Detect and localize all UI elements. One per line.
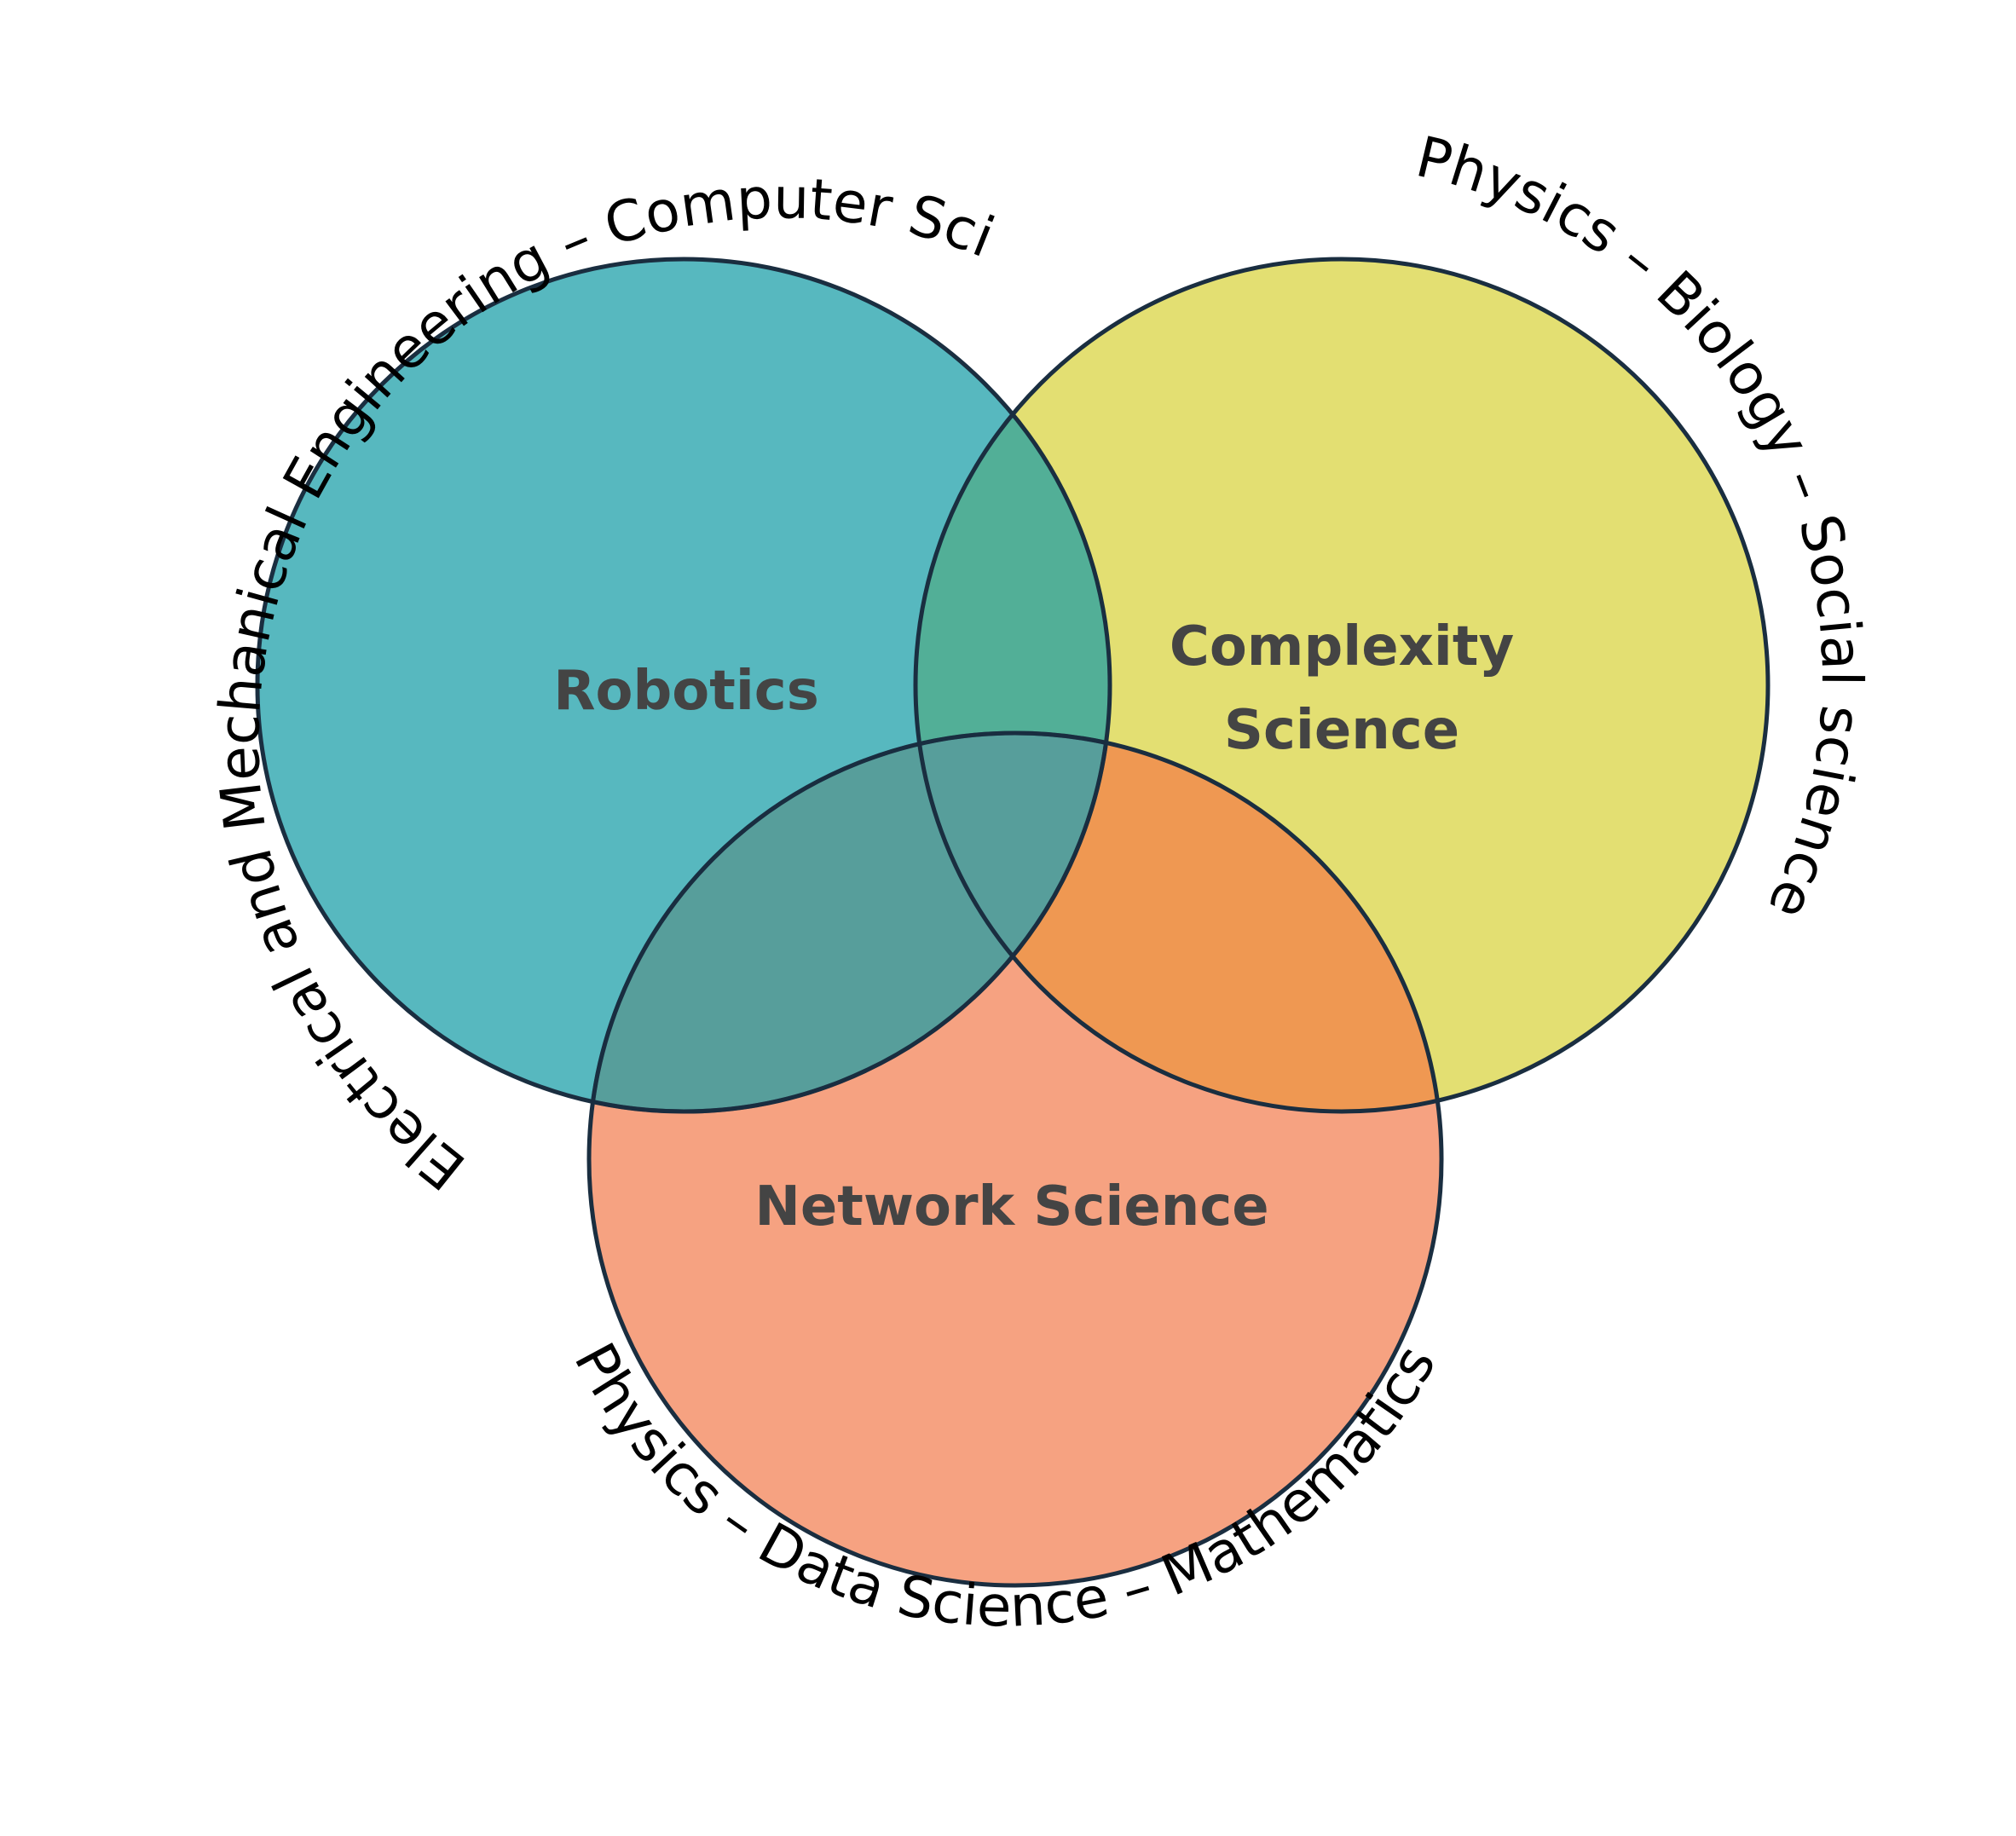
complexity-label-line1: Complexity: [1170, 615, 1514, 678]
network-inner-outline: [586, 730, 1110, 1111]
robotics-inner-outline: [589, 733, 1112, 1114]
complexity-label-line2: Science: [1224, 699, 1459, 762]
complexity-network-overlap: [916, 733, 1441, 1111]
robotics-label: Robotics: [553, 660, 819, 723]
complexity-outline: [913, 257, 1770, 1114]
robotics-network-overlap: [589, 733, 1110, 1111]
network-label: Network Science: [754, 1175, 1268, 1238]
